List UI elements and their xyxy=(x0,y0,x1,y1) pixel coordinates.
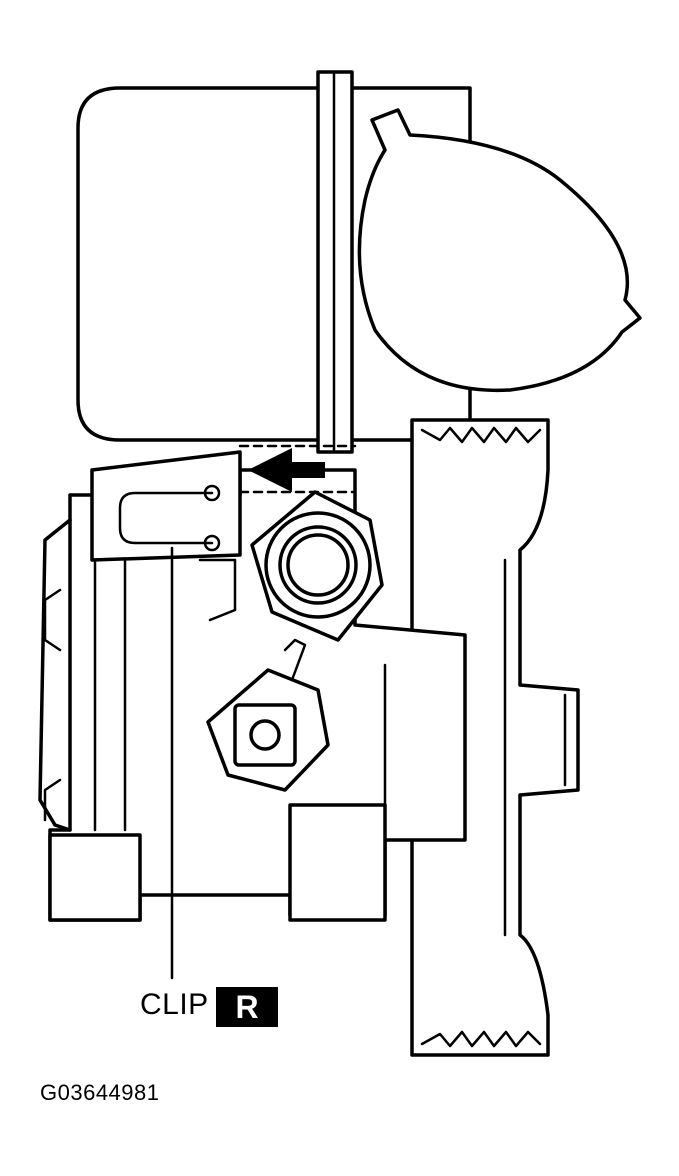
bracket-block-left xyxy=(48,833,142,922)
clip-replace-badge: R xyxy=(216,987,278,1027)
reservoir-cap xyxy=(357,108,642,393)
clip-callout-label: CLIP xyxy=(140,988,209,1021)
pressure-port-fitting xyxy=(250,490,384,642)
clip xyxy=(90,450,242,562)
left-arrow-icon xyxy=(248,448,325,492)
figure-id: G03644981 xyxy=(40,1080,160,1105)
bracket-block-right xyxy=(288,803,387,922)
pump-housing-left xyxy=(38,518,72,832)
pulley xyxy=(410,418,580,1057)
lower-hex-fitting xyxy=(206,638,330,792)
